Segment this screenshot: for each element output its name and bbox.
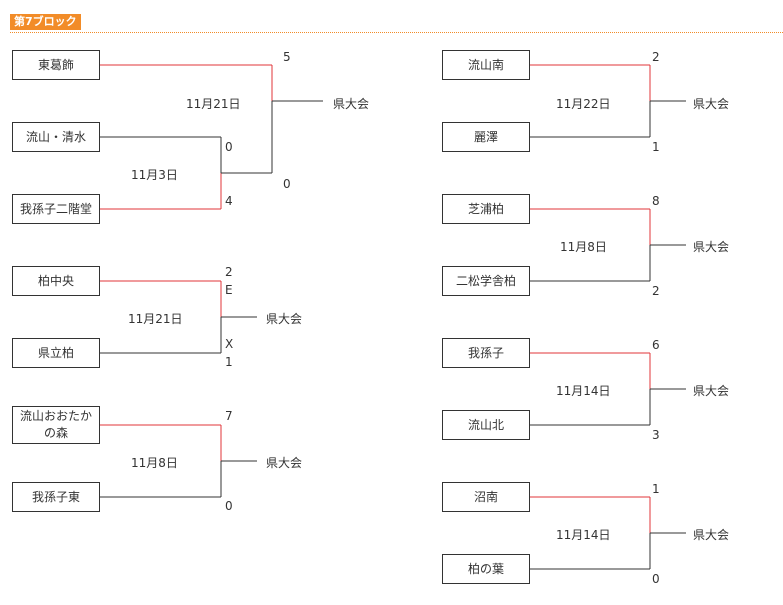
team-name: 流山おおたかの森 [20,409,93,440]
score: 2 [225,265,233,279]
destination-label: 県大会 [266,456,303,470]
team-box-reitaku[interactable]: 麗澤 [442,122,530,152]
match-date: 11月21日 [186,97,241,111]
score: 8 [652,194,660,208]
team-name: 柏の葉 [467,562,504,576]
score: 0 [652,572,660,586]
match-date: 11月21日 [128,312,183,326]
team-name: 二松学舎柏 [455,274,516,288]
team-box-abiko-nikaido[interactable]: 我孫子二階堂 [12,194,100,224]
score: 1 [225,355,233,369]
team-name: 流山・清水 [25,130,86,144]
team-name: 芝浦柏 [467,202,504,216]
score: 0 [283,177,291,191]
team-name: 我孫子 [467,346,504,360]
match-date: 11月8日 [131,456,178,470]
score: 1 [652,140,660,154]
score: 4 [225,194,233,208]
team-box-kashiwa-chuo[interactable]: 柏中央 [12,266,100,296]
score: X [225,337,234,351]
team-box-kenritsu-kashiwa[interactable]: 県立柏 [12,338,100,368]
team-name: 我孫子二階堂 [19,202,92,216]
team-box-nagareyama-kita[interactable]: 流山北 [442,410,530,440]
destination-label: 県大会 [266,312,303,326]
match-date: 11月14日 [556,384,611,398]
score: 5 [283,50,291,64]
team-name: 東葛飾 [37,58,74,72]
score: 2 [652,284,660,298]
team-box-shibaura-kashiwa[interactable]: 芝浦柏 [442,194,530,224]
score: 3 [652,428,660,442]
team-box-nagareyama-otakanomori[interactable]: 流山おおたかの森 [12,406,100,444]
team-box-nishogakusha-kashiwa[interactable]: 二松学舎柏 [442,266,530,296]
score: 0 [225,499,233,513]
team-name: 我孫子東 [31,490,80,504]
team-name: 県立柏 [37,346,74,360]
team-name: 流山南 [467,58,504,72]
team-box-abiko[interactable]: 我孫子 [442,338,530,368]
match-date: 11月22日 [556,97,611,111]
block-title: 第7ブロック [10,14,81,30]
score: 2 [652,50,660,64]
team-box-kashiwanoha[interactable]: 柏の葉 [442,554,530,584]
match-date: 11月3日 [131,168,178,182]
team-box-nagareyama-minami[interactable]: 流山南 [442,50,530,80]
team-box-nagareyama-shimizu[interactable]: 流山・清水 [12,122,100,152]
team-box-abiko-higashi[interactable]: 我孫子東 [12,482,100,512]
team-box-tokatsushika[interactable]: 東葛飾 [12,50,100,80]
destination-label: 県大会 [693,384,730,398]
score: 0 [225,140,233,154]
destination-label: 県大会 [693,240,730,254]
destination-label: 県大会 [693,528,730,542]
score: 6 [652,338,660,352]
team-name: 沼南 [473,490,498,504]
destination-label: 県大会 [333,97,370,111]
team-box-shonan[interactable]: 沼南 [442,482,530,512]
team-name: 柏中央 [37,274,74,288]
match-date: 11月14日 [556,528,611,542]
match-date: 11月8日 [560,240,607,254]
score: E [225,283,233,297]
score: 1 [652,482,660,496]
team-name: 流山北 [467,418,504,432]
destination-label: 県大会 [693,97,730,111]
header-divider [10,32,783,33]
score: 7 [225,409,233,423]
team-name: 麗澤 [473,130,498,144]
